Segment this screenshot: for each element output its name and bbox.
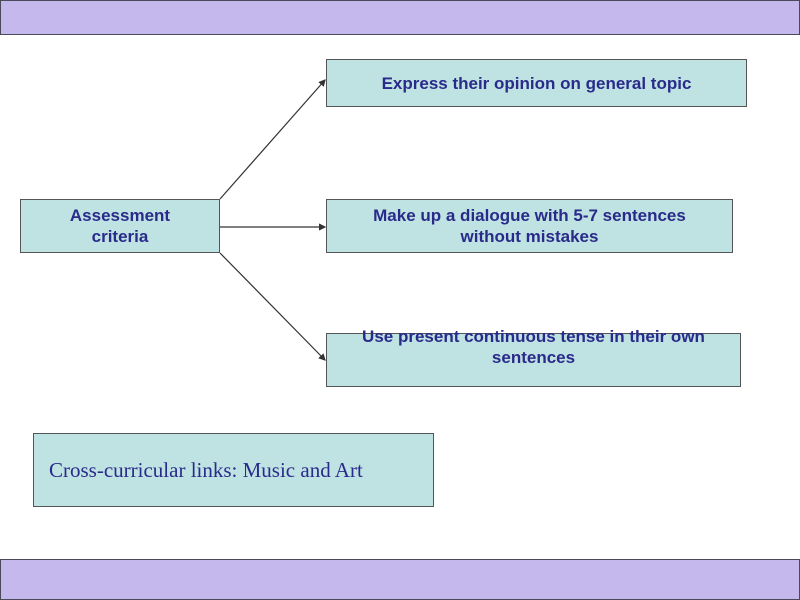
assessment-criteria-label: Assessment criteria — [69, 206, 171, 246]
connector-to-tense — [219, 252, 326, 361]
bottom-banner — [0, 559, 800, 600]
cross-curricular-links-box: Cross-curricular links: Music and Art — [33, 433, 434, 507]
criterion-opinion-box: Express their opinion on general topic — [326, 59, 747, 107]
cross-curricular-links-label: Cross-curricular links: Music and Art — [49, 457, 363, 482]
criterion-opinion-label: Express their opinion on general topic — [381, 73, 692, 93]
connector-to-opinion — [219, 79, 326, 200]
criterion-dialogue-label: Make up a dialogue with 5-7 sentences wi… — [373, 206, 686, 246]
criterion-dialogue-box: Make up a dialogue with 5-7 sentences wi… — [326, 199, 733, 253]
top-banner — [0, 0, 800, 35]
criterion-tense-box: Use present continuous tense in their ow… — [326, 327, 741, 387]
assessment-criteria-box: Assessment criteria — [20, 199, 220, 253]
criterion-tense-label: Use present continuous tense in their ow… — [362, 327, 705, 367]
